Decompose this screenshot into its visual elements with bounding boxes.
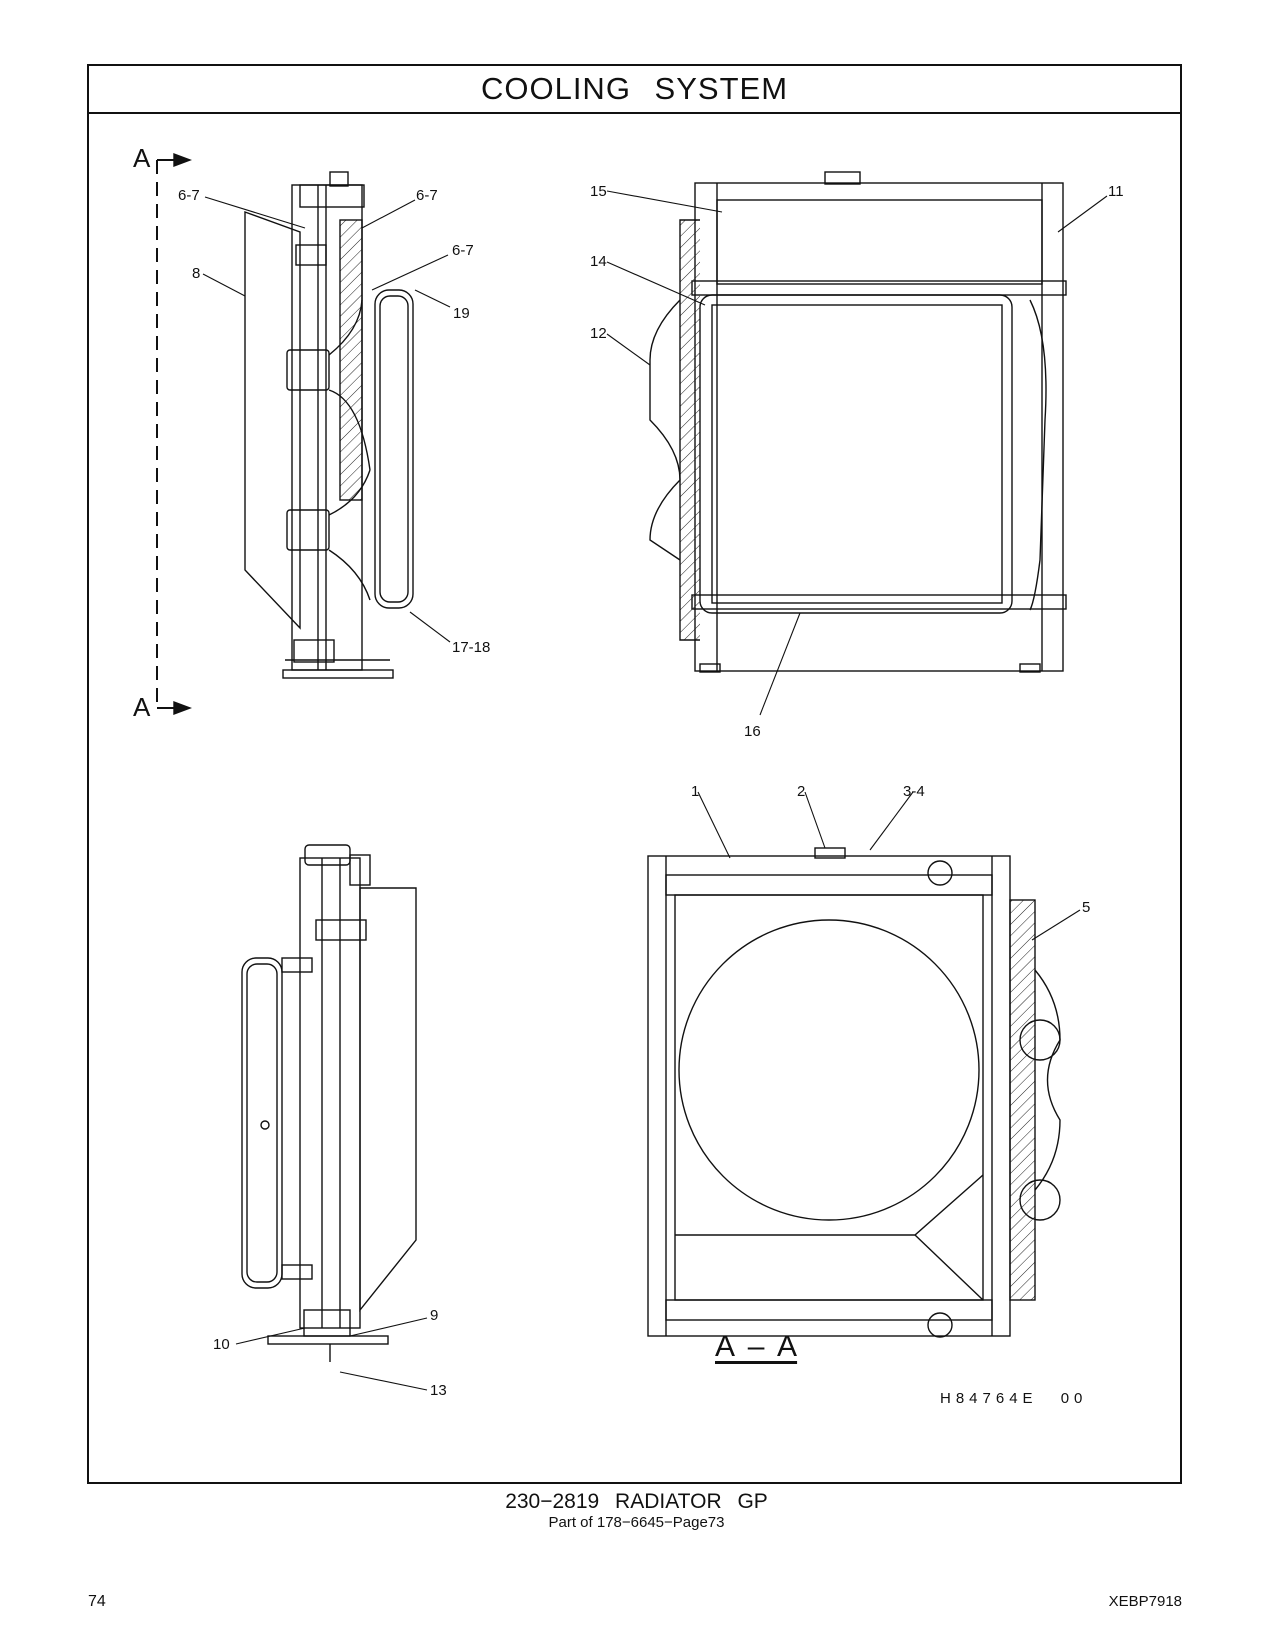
callout-16: 16: [744, 723, 761, 740]
side-view-bottom: [241, 844, 417, 1362]
callout-11: 11: [1108, 183, 1124, 200]
illustration-reference: H84764E 00: [940, 1390, 1088, 1407]
title-bar: COOLING SYSTEM: [89, 66, 1180, 114]
document-code: XEBP7918: [1108, 1593, 1182, 1610]
callout-17-18: 17-18: [452, 639, 491, 656]
section-view-a-a: [647, 847, 1061, 1338]
callout-1: 1: [691, 783, 700, 800]
callout-13: 13: [430, 1382, 447, 1399]
section-marker-bottom: A: [133, 692, 151, 722]
callout-10: 10: [213, 1336, 230, 1353]
section-marker-top: A: [133, 143, 151, 173]
leader-lines: [202, 190, 1108, 1391]
side-view-top: [244, 171, 414, 679]
front-view-top: [649, 171, 1067, 673]
section-cut-line: [156, 152, 192, 716]
callout-2: 2: [797, 783, 806, 800]
callout-12: 12: [590, 325, 607, 342]
callout-19: 19: [453, 305, 470, 322]
callout-14: 14: [590, 253, 607, 270]
callout-6-7-b: 6-7: [416, 187, 438, 204]
callout-6-7-c: 6-7: [452, 242, 474, 259]
callout-9: 9: [430, 1307, 439, 1324]
page-title: COOLING SYSTEM: [480, 71, 789, 106]
callout-15: 15: [590, 183, 607, 200]
callout-8: 8: [192, 265, 201, 282]
callout-5: 5: [1082, 899, 1091, 916]
drawing-frame: COOLING SYSTEM: [87, 64, 1182, 1484]
section-view-label: A – A: [715, 1330, 798, 1363]
page-number: 74: [88, 1593, 106, 1610]
callout-3-4: 3-4: [903, 783, 925, 800]
part-subcaption: Part of 178−6645−Page73: [548, 1514, 725, 1531]
callout-6-7-a: 6-7: [178, 187, 200, 204]
part-caption: 230−2819 RADIATOR GP: [505, 1490, 768, 1513]
